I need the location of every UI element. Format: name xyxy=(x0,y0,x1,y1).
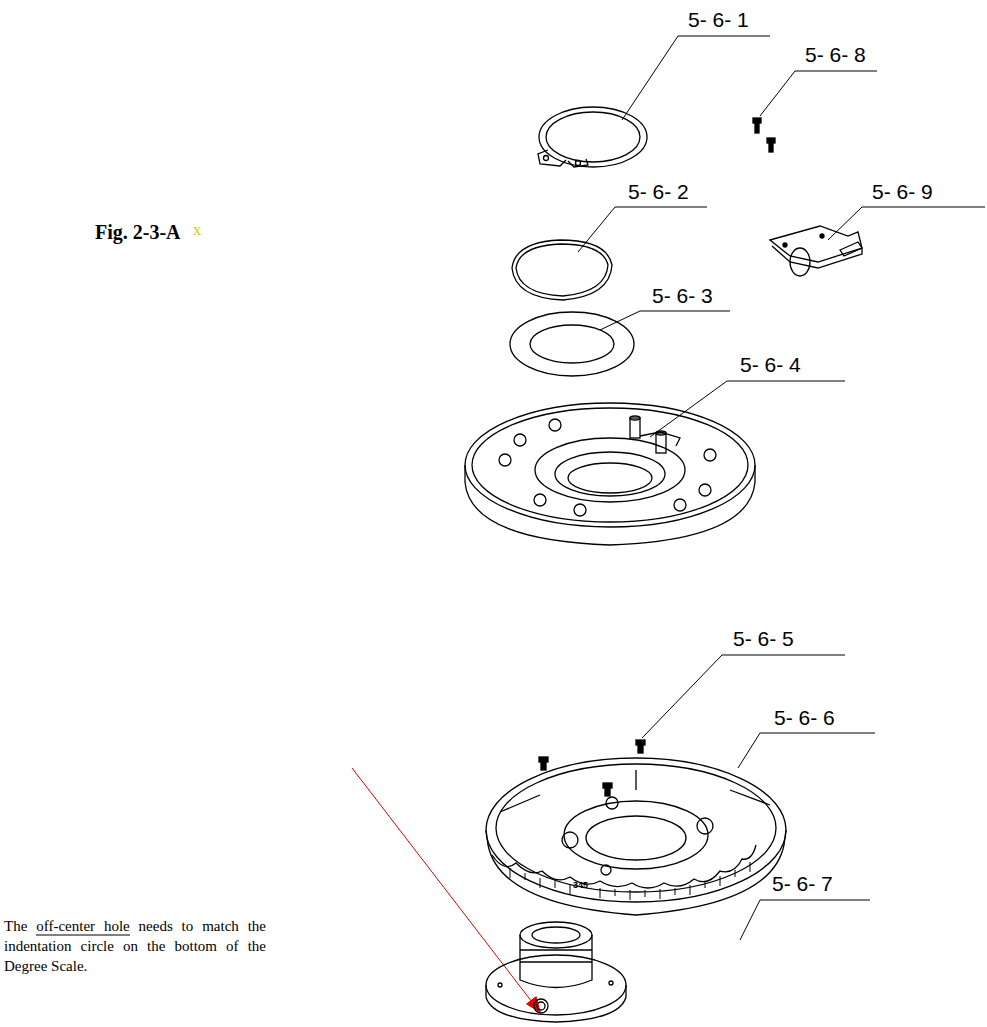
callout-number: 5- 6- 6 xyxy=(774,706,835,730)
wave-ring xyxy=(512,240,612,300)
callout-number: 5- 6- 1 xyxy=(688,8,749,32)
callout-number: 5- 6- 5 xyxy=(733,627,794,651)
pointer-line xyxy=(352,768,532,1002)
callout-number: 5- 6- 8 xyxy=(805,43,866,67)
callout-number: 5- 6- 3 xyxy=(652,284,713,308)
callout-number: 5- 6- 9 xyxy=(872,180,933,204)
base-flange xyxy=(486,922,626,1022)
screws xyxy=(753,118,775,152)
screws xyxy=(539,740,645,796)
assembly-note: The off-center hole needs to match the i… xyxy=(4,916,266,976)
note-underline xyxy=(36,935,130,936)
leader-lines xyxy=(578,36,985,940)
figure-title: Fig. 2-3-A xyxy=(95,221,181,244)
housing-disc xyxy=(465,403,755,545)
callout-number: 5- 6- 4 xyxy=(740,353,801,377)
retaining-ring xyxy=(538,107,647,167)
callout-number: 5- 6- 2 xyxy=(628,180,689,204)
bracket xyxy=(770,226,862,276)
degree-scale xyxy=(486,758,786,915)
scale-number: 345 xyxy=(573,880,588,890)
stray-mark: x xyxy=(193,220,202,240)
washer xyxy=(510,312,634,376)
callout-number: 5- 6- 7 xyxy=(772,872,833,896)
